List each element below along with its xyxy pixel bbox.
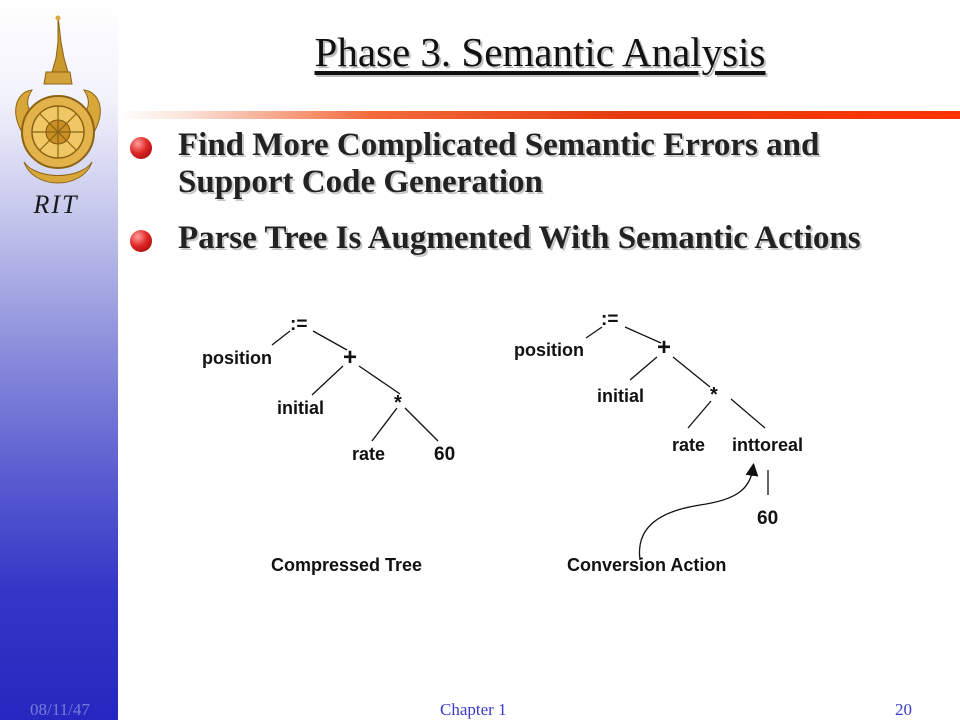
node-assign: := <box>601 309 618 330</box>
edge-times-rate <box>371 407 398 442</box>
slide-title: Phase 3. Semantic Analysis <box>314 29 766 75</box>
edge-times-60 <box>404 407 439 442</box>
caption-compressed-tree: Compressed Tree <box>271 555 422 575</box>
footer-date: 08/11/47 <box>30 700 90 719</box>
node-initial: initial <box>277 398 324 418</box>
node-times: * <box>710 384 718 406</box>
node-const: 60 <box>434 444 455 465</box>
rit-label: RIT <box>33 190 79 219</box>
bullet-text-1: Find More Complicated Semantic Errors an… <box>178 127 820 200</box>
edge-assign-position <box>585 326 603 339</box>
node-plus: + <box>343 344 357 371</box>
rit-crest-logo <box>15 15 101 184</box>
edge-plus-initial <box>311 365 344 396</box>
red-sphere-bullet-icon <box>130 137 152 159</box>
title-divider <box>118 111 960 119</box>
edge-assign-plus <box>312 330 348 351</box>
edge-assign-plus <box>624 326 662 344</box>
node-position: position <box>514 340 584 360</box>
edge-times-convert <box>730 398 766 429</box>
node-const: 60 <box>757 508 778 529</box>
bullet-text-2: Parse Tree Is Augmented With Semantic Ac… <box>178 220 861 256</box>
red-sphere-bullet-icon <box>130 230 152 252</box>
edge-times-rate <box>687 400 712 429</box>
edge-assign-position <box>271 330 291 346</box>
compressed-tree: := position + initial * rate 60 Compress… <box>202 314 455 575</box>
node-assign: := <box>290 314 307 335</box>
footer-chapter: Chapter 1 <box>440 700 507 719</box>
footer-page-number: 20 <box>895 700 912 719</box>
edge-plus-times <box>672 356 711 388</box>
caption-conversion-action: Conversion Action <box>567 555 726 575</box>
node-rate: rate <box>352 444 385 464</box>
node-position: position <box>202 348 272 368</box>
sidebar: RIT <box>0 0 118 720</box>
edge-plus-initial <box>629 356 658 381</box>
node-rate: rate <box>672 435 705 455</box>
node-plus: + <box>657 334 671 361</box>
edge-plus-times <box>358 365 401 395</box>
conversion-tree: := position + initial * rate inttoreal 6… <box>514 309 803 575</box>
node-convert: inttoreal <box>732 435 803 455</box>
node-times: * <box>394 392 402 414</box>
node-initial: initial <box>597 386 644 406</box>
curved-arrow-icon <box>638 462 759 561</box>
